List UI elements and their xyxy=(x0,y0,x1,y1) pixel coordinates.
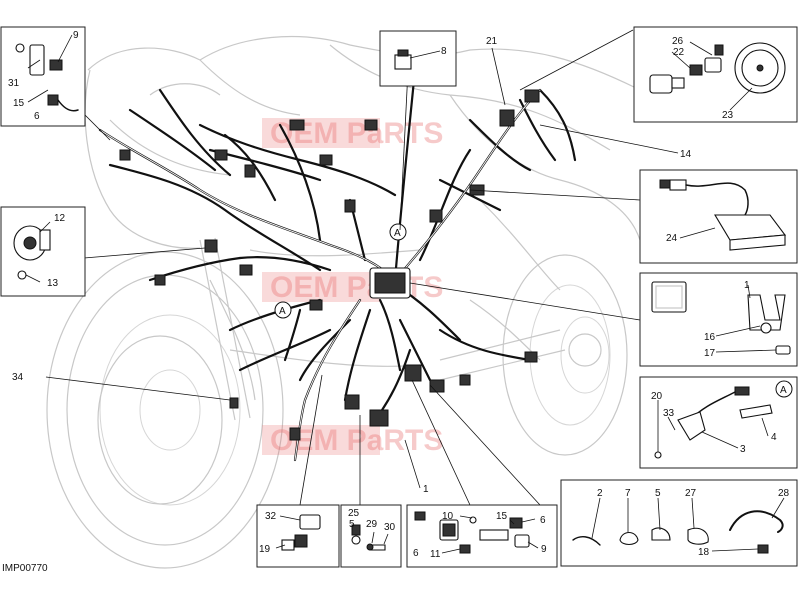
label-27: 27 xyxy=(685,488,697,499)
label-32: 32 xyxy=(265,511,277,522)
watermark: OEM PaRTS OEM PaRTS OEM PaRTS xyxy=(262,117,443,457)
label-9-bot: 9 xyxy=(541,544,547,555)
label-15-bot: 15 xyxy=(496,511,508,522)
label-25: 25 xyxy=(348,508,360,519)
label-18: 18 xyxy=(698,547,710,558)
label-1-box: 1 xyxy=(744,280,750,291)
label-31: 31 xyxy=(8,78,20,89)
label-19: 19 xyxy=(259,544,271,555)
box-fuse: 8 xyxy=(379,30,457,87)
watermark-text-2: OEM PaRTS xyxy=(270,271,443,304)
box-connector-32: 32 19 xyxy=(256,504,340,568)
label-10: 10 xyxy=(442,511,454,522)
callout-a-1 xyxy=(389,223,407,241)
label-29: 29 xyxy=(366,519,378,530)
label-15-top: 15 xyxy=(13,98,25,109)
label-13: 13 xyxy=(47,278,59,289)
diagram-code: IMP00770 xyxy=(2,563,48,574)
box-relays: 10 15 6 6 11 9 xyxy=(406,504,558,568)
label-11: 11 xyxy=(430,549,441,560)
box-sensor-disc: 22 26 23 xyxy=(633,26,798,123)
label-8: 8 xyxy=(441,46,447,57)
label-28: 28 xyxy=(778,488,790,499)
callout-a-3-text: A xyxy=(780,385,787,396)
label-16: 16 xyxy=(704,332,716,343)
label-22: 22 xyxy=(673,47,685,58)
label-4: 4 xyxy=(771,432,777,443)
label-12: 12 xyxy=(54,213,66,224)
callout-a-2 xyxy=(274,301,292,319)
label-3: 3 xyxy=(740,444,746,455)
label-17: 17 xyxy=(704,348,716,359)
box-sensor-probe: A 20 33 3 4 xyxy=(639,376,798,469)
main-harness: A A xyxy=(98,68,577,462)
label-7: 7 xyxy=(625,488,631,499)
label-21: 21 xyxy=(486,36,498,47)
label-14: 14 xyxy=(680,149,692,160)
callout-a-2-text: A xyxy=(279,306,286,317)
label-6-bot-right: 6 xyxy=(540,515,546,526)
label-20: 20 xyxy=(651,391,663,402)
label-1: 1 xyxy=(423,484,429,495)
box-horn: 12 13 xyxy=(0,206,86,297)
label-30: 30 xyxy=(384,522,396,533)
label-23: 23 xyxy=(722,110,734,121)
label-2: 2 xyxy=(597,488,603,499)
label-5-fastener: 5 xyxy=(349,519,355,530)
label-34: 34 xyxy=(12,372,24,383)
label-6-bot-left: 6 xyxy=(413,548,419,559)
box-clips: 2 7 5 27 28 18 xyxy=(560,479,798,567)
label-26: 26 xyxy=(672,36,684,47)
label-6-top: 6 xyxy=(34,111,40,122)
box-bracket-parts: 9 31 15 6 xyxy=(0,26,86,127)
callout-a-1-text: A xyxy=(394,228,401,239)
box-bracket: 1 16 17 xyxy=(639,272,798,367)
label-9-top: 9 xyxy=(73,30,79,41)
label-24: 24 xyxy=(666,233,678,244)
label-5: 5 xyxy=(655,488,661,499)
label-33: 33 xyxy=(663,408,675,419)
box-fasteners: 25 29 30 5 xyxy=(340,504,402,568)
box-control-module: 24 xyxy=(639,169,798,264)
